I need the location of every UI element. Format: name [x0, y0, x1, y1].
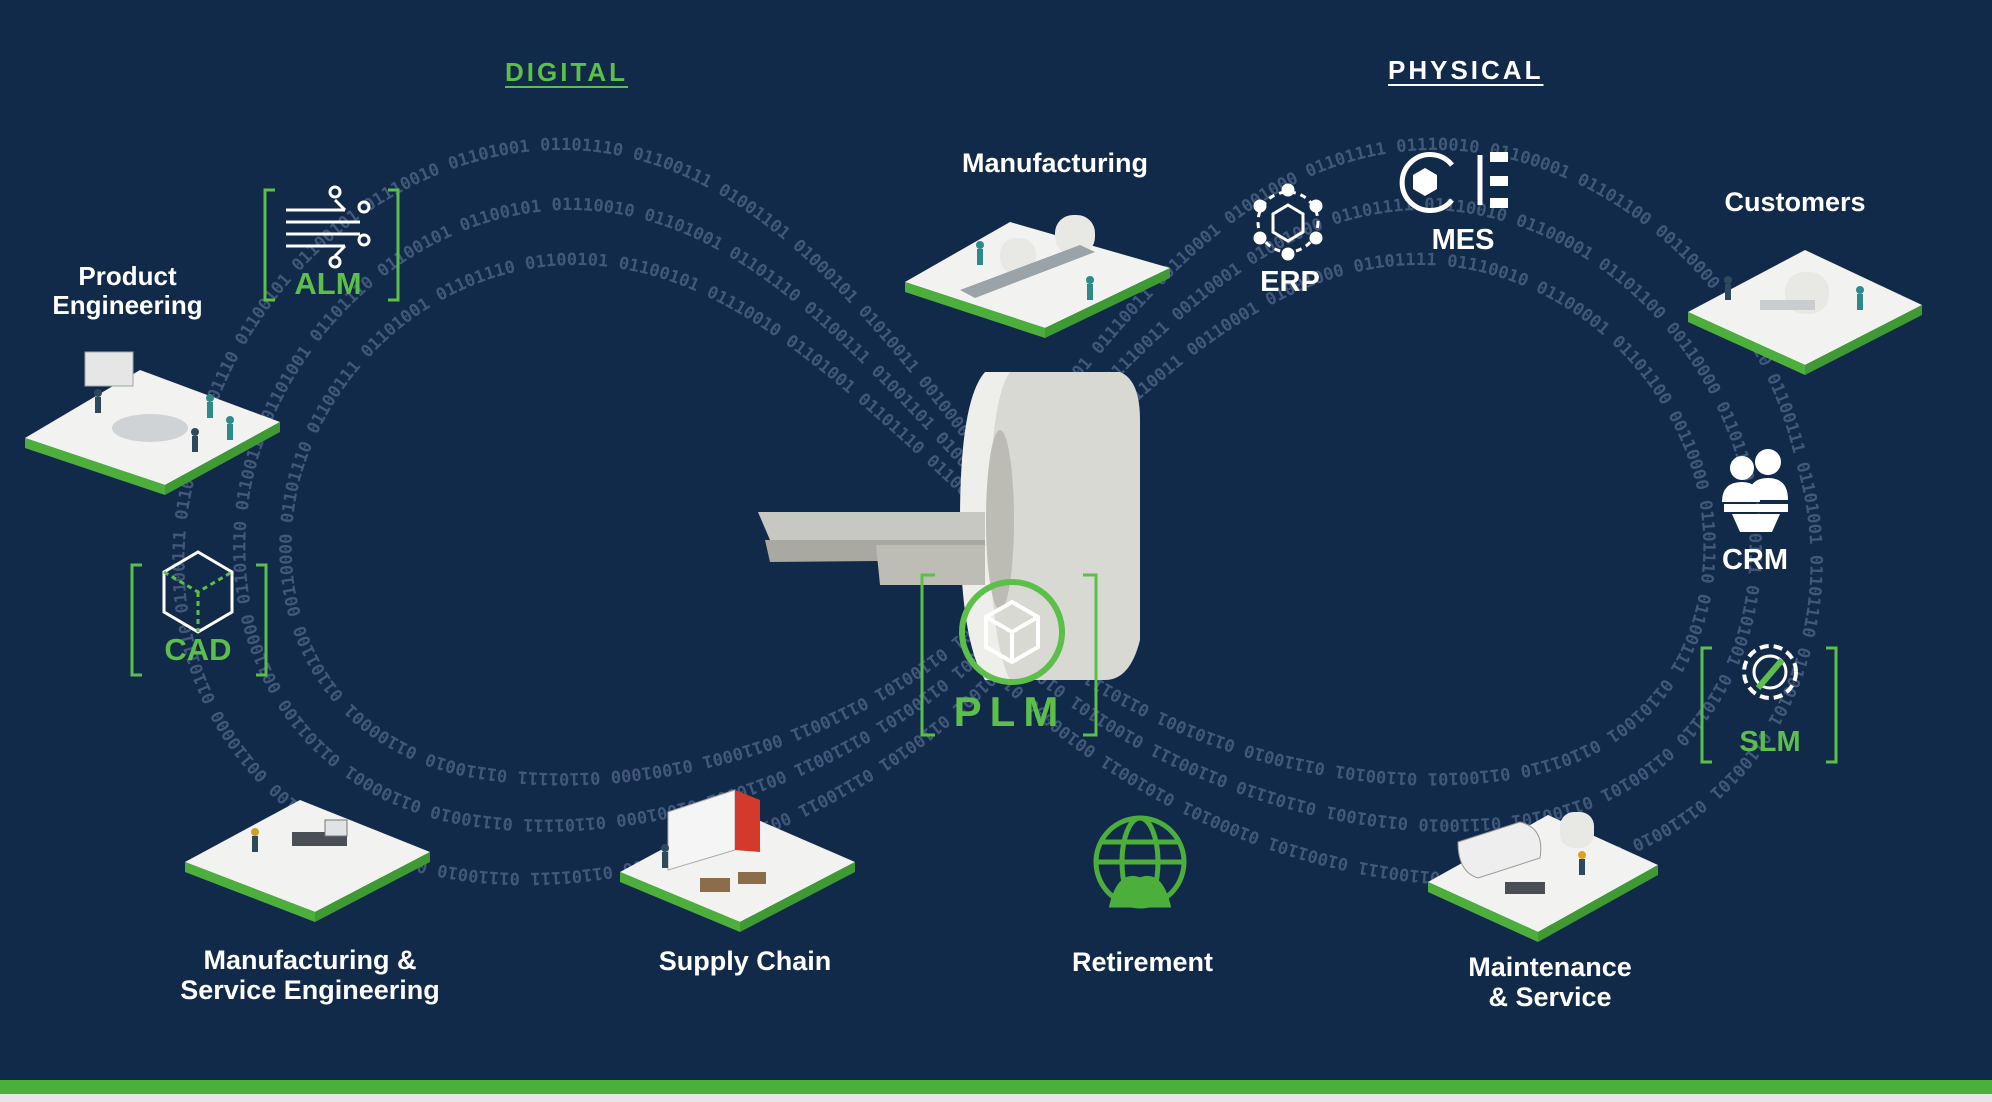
cad-label: CAD: [148, 632, 248, 668]
manufacturing-label: Manufacturing: [930, 148, 1180, 178]
mfg-service-engineering-label: Manufacturing & Service Engineering: [140, 945, 480, 1005]
alm-label: ALM: [278, 266, 378, 302]
mes-label: MES: [1413, 224, 1513, 256]
retirement-label: Retirement: [1040, 947, 1245, 977]
digital-header: DIGITAL: [505, 57, 628, 88]
plm-label: PLM: [930, 688, 1090, 736]
product-engineering-label: Product Engineering: [20, 262, 235, 320]
bottom-base-line: [0, 1094, 1992, 1102]
customers-platform: [1688, 250, 1922, 375]
crm-label: CRM: [1705, 544, 1805, 576]
physical-header: PHYSICAL: [1388, 55, 1543, 86]
supply-chain-label: Supply Chain: [630, 946, 860, 976]
maintenance-service-label: Maintenance & Service: [1430, 952, 1670, 1012]
slm-label: SLM: [1720, 726, 1820, 759]
customers-label: Customers: [1690, 187, 1900, 217]
retirement-globe-icon: [1096, 818, 1184, 906]
binary-infinity-ribbon: 01101001 01100101 01110011 00110001 0100…: [0, 0, 1826, 888]
mfg-service-engineering-platform: [185, 800, 430, 922]
erp-label: ERP: [1240, 266, 1340, 298]
crm-icon: [1722, 449, 1788, 532]
